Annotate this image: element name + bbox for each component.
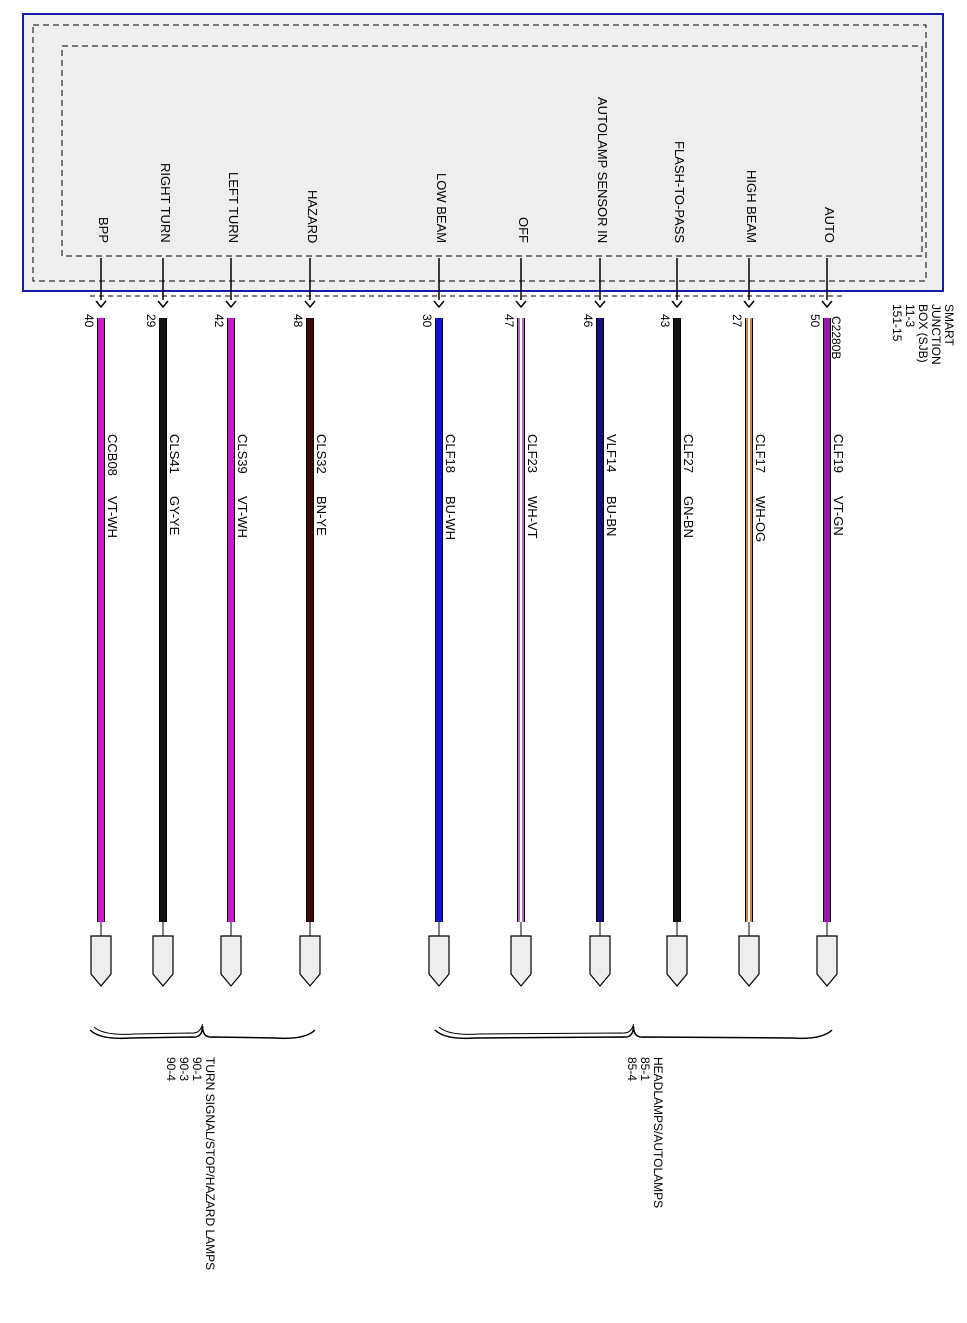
pin-chevron <box>433 300 445 309</box>
terminal-connector[interactable] <box>428 935 450 987</box>
group-title: HEADLAMPS/AUTOLAMPS <box>651 1057 665 1209</box>
module-name: SMART JUNCTION BOX (SJB) 11-3 151-15 <box>890 304 956 365</box>
pin-number: 27 <box>730 314 744 328</box>
circuit-label: HIGH BEAM <box>744 170 759 243</box>
circuit-cls41[interactable] <box>152 258 174 987</box>
circuit-id: CLS41 <box>167 434 182 474</box>
pin-number: 48 <box>291 314 305 328</box>
group-title: TURN SIGNAL/STOP/HAZARD LAMPS <box>203 1057 217 1271</box>
pin-number: 47 <box>502 314 516 328</box>
terminal-connector[interactable] <box>510 935 532 987</box>
circuit-clf17[interactable] <box>738 258 760 987</box>
group-ref: 85-4 <box>625 1057 639 1082</box>
pin-number: 43 <box>658 314 672 328</box>
pin-number: 29 <box>144 314 158 328</box>
wire-fill <box>98 318 104 922</box>
terminal-connector[interactable] <box>816 935 838 987</box>
pin-number: 50 <box>808 314 822 328</box>
terminal-connector[interactable] <box>666 935 688 987</box>
circuit-label: RIGHT TURN <box>158 163 173 243</box>
group-ref: 90-1 <box>190 1057 204 1082</box>
circuit-label: AUTO <box>822 207 837 243</box>
wire-fill <box>307 318 313 922</box>
pin-number: 40 <box>82 314 96 328</box>
circuit-id: CLF23 <box>525 434 540 474</box>
circuit-cls39[interactable] <box>220 258 242 987</box>
group-brace <box>89 1023 316 1040</box>
circuit-label: OFF <box>516 217 531 243</box>
wire-color: BU-BN <box>604 496 619 537</box>
wire-color: VT-WH <box>235 496 250 538</box>
pin-chevron <box>225 300 237 309</box>
wire-fill <box>436 318 442 922</box>
wire-color: WH-VT <box>525 496 540 539</box>
pin-chevron <box>515 300 527 309</box>
group-ref: 85-1 <box>638 1057 652 1082</box>
circuit-id: CLF17 <box>753 434 768 474</box>
circuit-id: CCB08 <box>105 434 120 476</box>
circuit-label: BPP <box>96 216 111 243</box>
wire-color: VT-WH <box>105 496 120 538</box>
wire-color: BU-WH <box>443 496 458 541</box>
circuit-cls32[interactable] <box>299 258 321 987</box>
pin-number: 30 <box>420 314 434 328</box>
circuit-label: AUTOLAMP SENSOR IN <box>595 96 610 243</box>
wire-fill <box>160 318 166 922</box>
circuit-ccb08[interactable] <box>90 258 112 987</box>
circuit-clf27[interactable] <box>666 258 688 987</box>
group-ref: 90-4 <box>164 1057 178 1082</box>
circuit-id: CLF18 <box>443 434 458 474</box>
circuit-label: HAZARD <box>305 189 320 243</box>
terminal-connector[interactable] <box>738 935 760 987</box>
wire-color: GY-YE <box>167 496 182 536</box>
circuit-id: VLF14 <box>604 434 619 473</box>
wire-color: VT-GN <box>831 496 846 536</box>
circuit-clf18[interactable] <box>428 258 450 987</box>
wire-fill <box>674 318 680 922</box>
pin-chevron <box>594 300 606 309</box>
circuit-id: CLS32 <box>314 434 329 474</box>
terminal-connector[interactable] <box>152 935 174 987</box>
wire-stripe <box>520 318 522 922</box>
pin-chevron <box>821 300 833 309</box>
wire-stripe <box>748 318 750 922</box>
group-brace <box>434 1023 833 1040</box>
circuit-id: CLF27 <box>681 434 696 474</box>
circuit-clf23[interactable] <box>510 258 532 987</box>
pin-chevron <box>157 300 169 309</box>
group-ref: 90-3 <box>177 1057 191 1082</box>
circuit-id: CLF19 <box>831 434 846 474</box>
terminal-connector[interactable] <box>90 935 112 987</box>
pin-number: 46 <box>581 314 595 328</box>
wire-color: GN-BN <box>681 496 696 538</box>
circuit-label: LEFT TURN <box>226 171 241 243</box>
module-dashed-inner <box>61 45 923 257</box>
wire-color: WH-OG <box>753 496 768 543</box>
module-dashed-outer <box>32 24 927 282</box>
circuit-label: FLASH-TO-PASS <box>672 140 687 243</box>
terminal-connector[interactable] <box>589 935 611 987</box>
pin-chevron <box>671 300 683 309</box>
pin-chevron <box>304 300 316 309</box>
wire-fill <box>597 318 603 922</box>
wire-fill <box>824 318 830 922</box>
circuit-vlf14[interactable] <box>589 258 611 987</box>
pin-number: 42 <box>212 314 226 328</box>
wire-fill <box>228 318 234 922</box>
circuit-label: LOW BEAM <box>434 172 449 243</box>
module-box[interactable] <box>22 13 944 292</box>
terminal-connector[interactable] <box>299 935 321 987</box>
pin-chevron <box>95 300 107 309</box>
circuit-id: CLS39 <box>235 434 250 474</box>
circuit-clf19[interactable] <box>816 258 838 987</box>
terminal-connector[interactable] <box>220 935 242 987</box>
connector-id: C2280B <box>829 316 843 360</box>
wire-color: BN-YE <box>314 496 329 536</box>
pin-chevron <box>743 300 755 309</box>
